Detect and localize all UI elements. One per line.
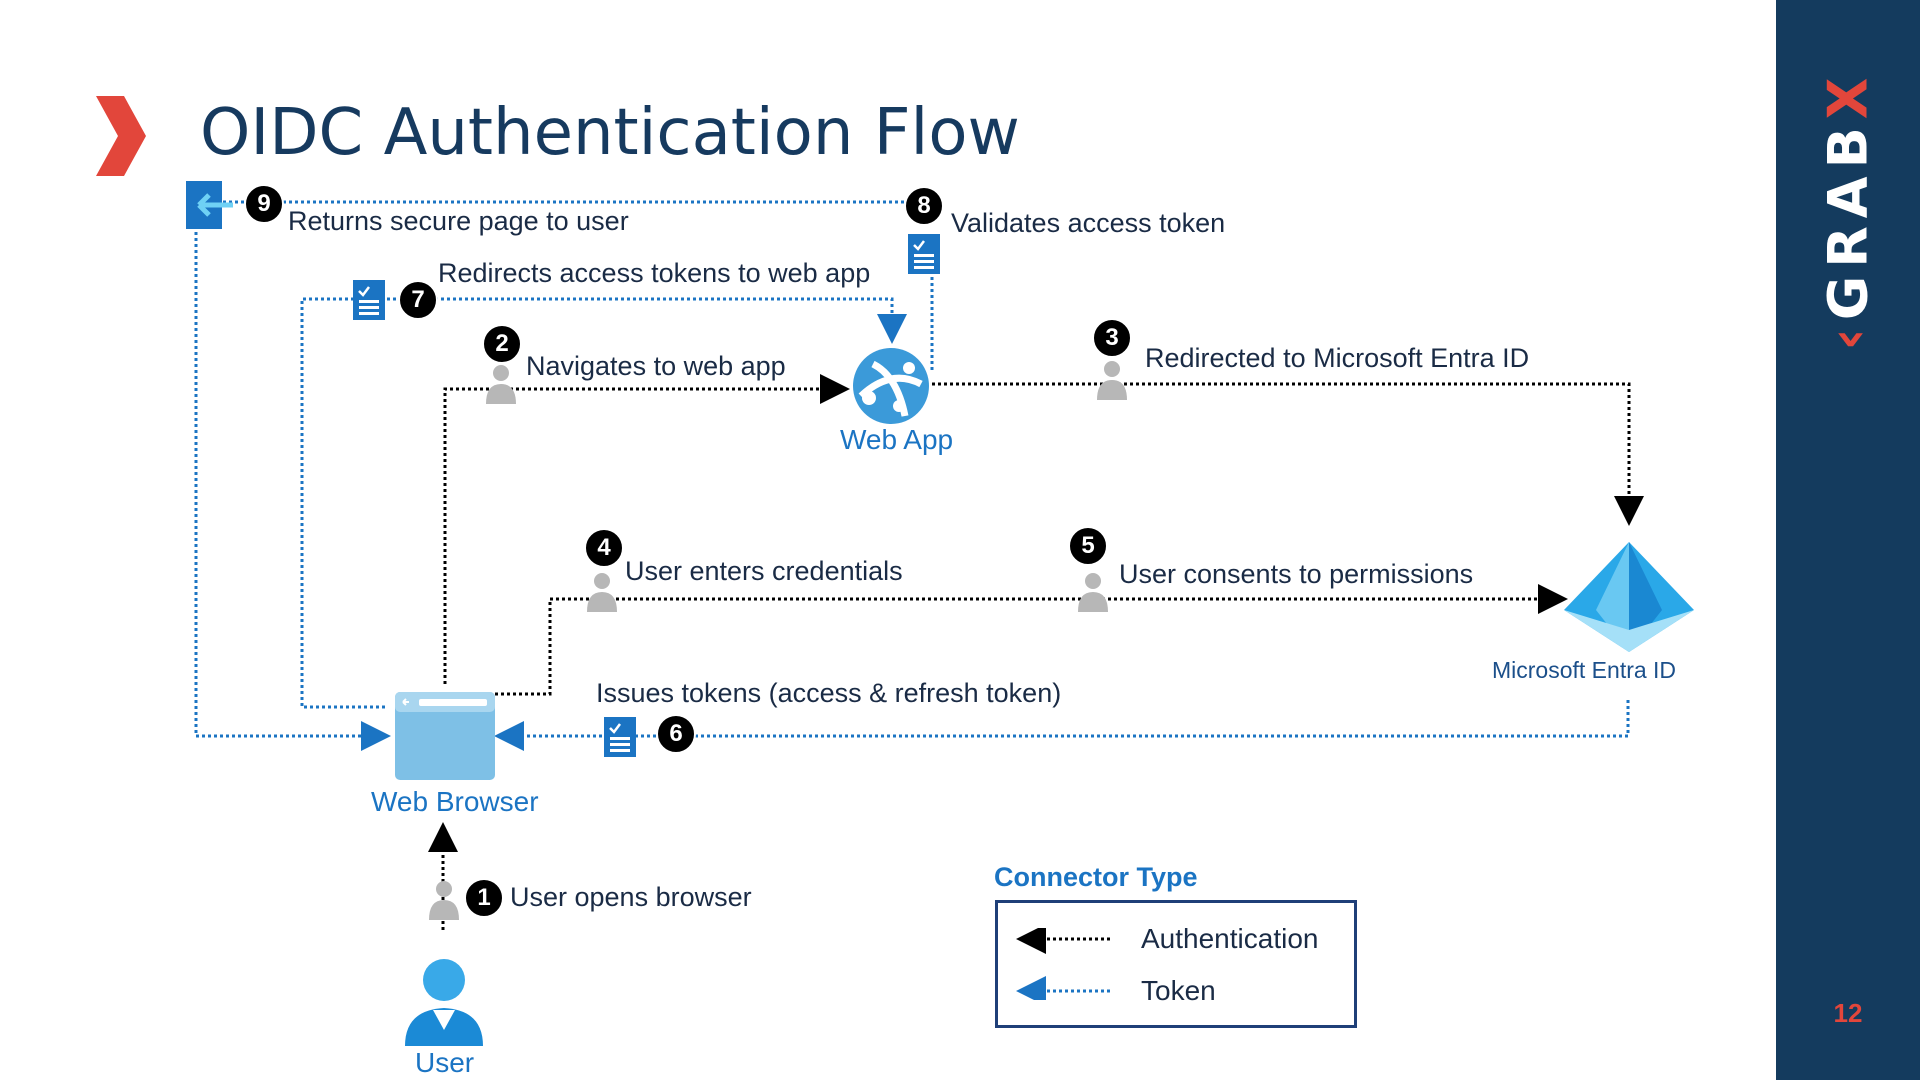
step-7-badge: 7 (398, 280, 438, 320)
step-4-badge: 4 (584, 528, 624, 568)
step-2-badge: 2 (482, 324, 522, 364)
connector-step-9-return (194, 232, 391, 751)
step-5-badge: 5 (1068, 526, 1108, 566)
step-4-label: User enters credentials (625, 556, 903, 586)
step-6-badge: 6 (656, 714, 696, 754)
entra-id-icon (1564, 542, 1694, 652)
brand-logo-right-glyph: X (1816, 69, 1880, 120)
step-3-label: Redirected to Microsoft Entra ID (1145, 343, 1530, 373)
step-9-label: Returns secure page to user (288, 206, 629, 236)
connector-step-4-5 (495, 584, 1568, 696)
web-app-icon (853, 348, 929, 424)
person-icon (429, 881, 459, 920)
connector-step-3 (932, 382, 1644, 526)
step-2-label: Navigates to web app (526, 351, 786, 381)
legend-swatches (1016, 928, 1110, 1000)
step-8-label: Validates access token (951, 208, 1226, 238)
step-9-badge: 9 (244, 184, 284, 224)
token-document-icon (908, 234, 940, 274)
connector-step-7 (300, 297, 907, 709)
step-1-label: User opens browser (510, 882, 752, 912)
slide-title: OIDC Authentication Flow (200, 96, 1020, 170)
step-1-badge: 1 (464, 878, 504, 918)
connector-layer (194, 200, 1644, 930)
token-document-icon (604, 717, 636, 757)
person-icon (1078, 573, 1108, 612)
person-icon (486, 365, 516, 404)
legend-authentication-label: Authentication (1141, 923, 1319, 954)
return-page-icon (186, 181, 233, 229)
connector-step-6 (494, 700, 1630, 751)
web-browser-label: Web Browser (371, 786, 539, 817)
token-document-icon (353, 280, 385, 320)
brand-logo-left-glyph: ‹ (1816, 320, 1880, 351)
brand-logo: ‹GRABX (1817, 70, 1880, 351)
chevron-accent-icon (96, 96, 146, 176)
step-8-badge: 8 (904, 186, 944, 226)
page-number: 12 (1833, 998, 1863, 1028)
step-6-label: Issues tokens (access & refresh token) (596, 678, 1062, 708)
step-3-badge: 3 (1092, 318, 1132, 358)
legend-token-label: Token (1141, 975, 1216, 1006)
person-icon (587, 573, 617, 612)
connector-step-2 (443, 374, 850, 684)
user-icon (405, 959, 483, 1046)
step-5-label: User consents to permissions (1119, 559, 1474, 589)
legend-box (995, 900, 1357, 1028)
step-7-label: Redirects access tokens to web app (438, 258, 871, 288)
legend-title: Connector Type (994, 862, 1198, 892)
person-icon (1097, 361, 1127, 400)
user-label: User (415, 1047, 475, 1078)
brand-logo-text: GRAB (1816, 119, 1880, 321)
web-browser-icon (395, 692, 495, 780)
entra-id-label: Microsoft Entra ID (1492, 657, 1677, 683)
web-app-label: Web App (840, 424, 954, 455)
brand-sidebar (1776, 0, 1920, 1080)
